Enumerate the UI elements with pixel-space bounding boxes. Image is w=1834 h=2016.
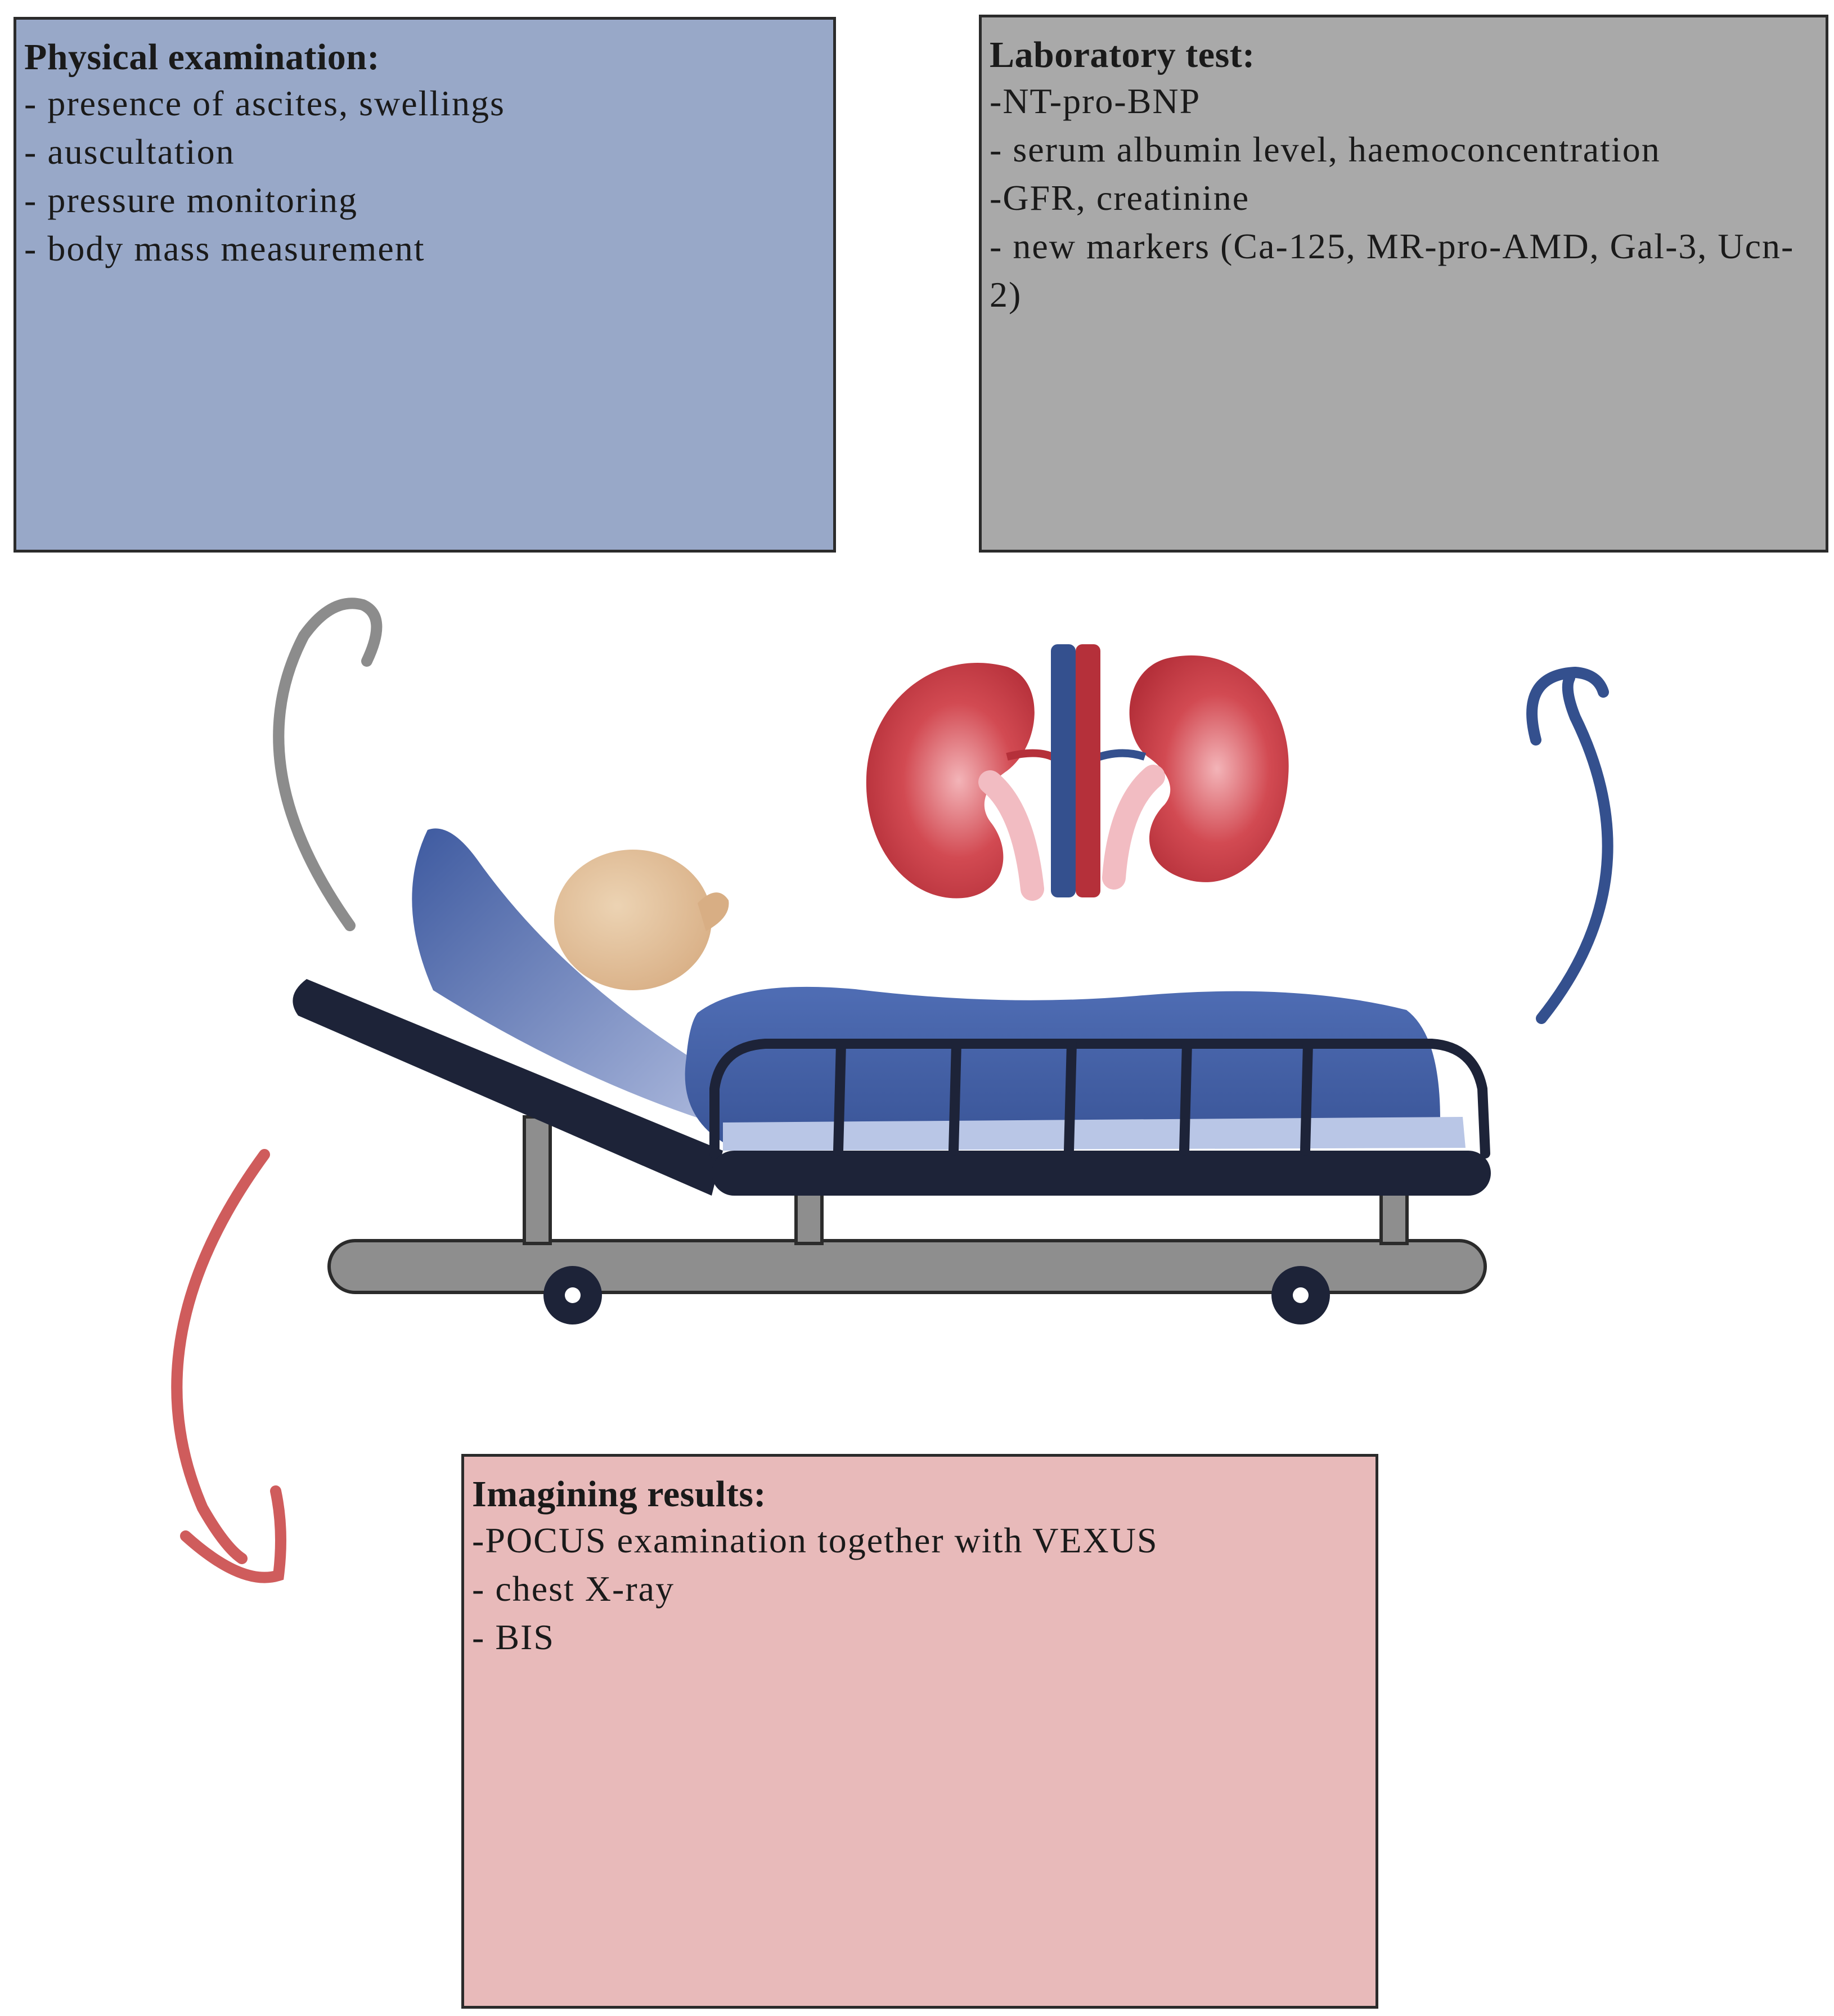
- list-item: -POCUS examination together with VEXUS: [472, 1520, 1158, 1560]
- list-item: - auscultation: [24, 132, 235, 172]
- blue-arrow-icon: [1526, 666, 1613, 1024]
- laboratory-test-list: -NT-pro-BNP - serum albumin level, haemo…: [990, 77, 1817, 319]
- list-item: - body mass measurement: [24, 228, 425, 268]
- imaging-results-title: Imagining results:: [472, 1474, 767, 1515]
- imaging-results-box: Imagining results: -POCUS examination to…: [461, 1454, 1378, 2009]
- list-item: - BIS: [472, 1617, 555, 1657]
- list-item: - presence of ascites, swellings: [24, 83, 505, 123]
- hospital-bed-icon: [293, 979, 1491, 1324]
- list-item: -GFR, creatinine: [990, 178, 1250, 218]
- imaging-results-list: -POCUS examination together with VEXUS -…: [472, 1516, 1366, 1662]
- physical-examination-list: - presence of ascites, swellings - auscu…: [24, 79, 824, 273]
- physical-examination-title: Physical examination:: [24, 37, 380, 78]
- laboratory-test-box: Laboratory test: -NT-pro-BNP - serum alb…: [979, 15, 1828, 553]
- list-item: - chest X-ray: [472, 1569, 675, 1609]
- bed-side-rail: [709, 1039, 1490, 1159]
- physical-examination-box: Physical examination: - presence of asci…: [14, 17, 836, 553]
- list-item: - serum albumin level, haemoconcentratio…: [990, 129, 1661, 169]
- patient-icon: [412, 828, 1466, 1151]
- gray-arrow-icon: [273, 598, 383, 931]
- red-arrow-icon: [171, 1149, 286, 1583]
- kidneys-icon: [866, 644, 1289, 901]
- list-item: - new markers (Ca-125, MR-pro-AMD, Gal-3…: [990, 226, 1795, 315]
- list-item: - pressure monitoring: [24, 180, 358, 220]
- list-item: -NT-pro-BNP: [990, 81, 1201, 121]
- laboratory-test-title: Laboratory test:: [990, 34, 1255, 75]
